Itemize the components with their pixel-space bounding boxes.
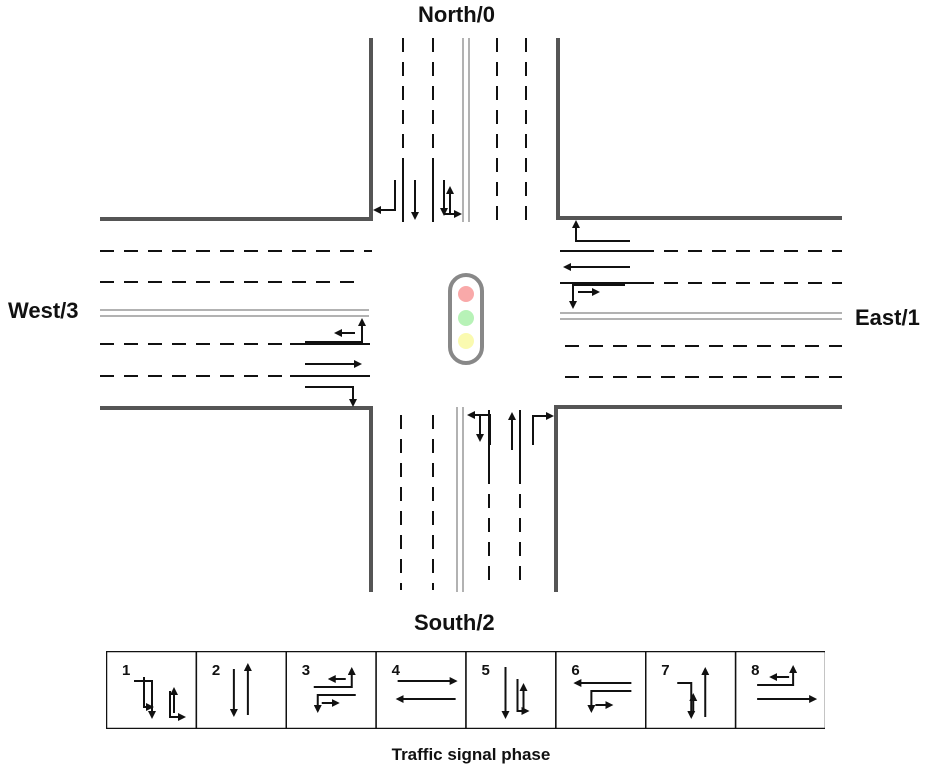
phase-table: 1 2 3 4 5 6 7 8 [106,651,825,729]
phase-number: 6 [571,662,579,679]
phase-1-arrow-2 [134,680,156,719]
north-arrow-right-turn [373,180,396,214]
phase-cell-border [195,651,287,729]
phase-6-arrow-2 [587,690,632,713]
west-label: West/3 [8,298,79,323]
lane-markings [100,38,842,590]
phase-number: 8 [751,662,759,679]
south-arrow-right-turn [532,412,554,445]
phase-cell-7: 7 [645,651,737,729]
phase-1-arrow-1 [143,677,154,711]
curb-nw [100,38,373,221]
traffic-signal-icon [448,273,484,365]
phase-5-arrow-2 [516,679,530,715]
curb-se [554,405,842,592]
phase-cell-3: 3 [285,651,377,729]
phase-cell-1: 1 [106,651,198,729]
phase-3-arrow-3 [313,694,356,713]
phase-number: 3 [302,662,310,679]
phase-3-arrow-1 [313,667,356,688]
east-label: East/1 [855,305,920,330]
phase-number: 4 [392,662,401,679]
east-arrow-right-turn [572,220,630,242]
signal-light-yellow [458,333,474,349]
phase-cell-4: 4 [375,651,467,729]
phase-cell-5: 5 [465,651,557,729]
lane-solid-lines [290,160,640,470]
south-arrow-left-turn [467,411,491,445]
medians [100,38,842,592]
west-arrow-right-turn [305,386,357,407]
south-label: South/2 [414,610,495,635]
curb-ne [556,38,842,220]
phase-7-arrow-1 [677,682,696,719]
intersection-diagram [100,38,842,592]
phase-cell-6: 6 [555,651,647,729]
phase-number: 1 [122,662,130,679]
phase-number: 7 [661,662,669,679]
signal-light-red [458,286,474,302]
curb-sw [100,406,373,592]
phase-cell-border [734,651,825,729]
phase-cell-8: 8 [734,651,825,729]
curbs [100,38,842,592]
approach-arrows [305,180,630,450]
phase-cell-2: 2 [195,651,287,729]
east-arrow-left-turn [569,284,625,309]
phase-number: 5 [482,662,490,679]
phase-8-arrow-1 [757,665,798,686]
west-arrow-uturn [305,318,366,343]
signal-light-green [458,310,474,326]
phase-cell-border [285,651,377,729]
phase-strip: 1 2 3 4 5 6 7 8 [106,651,825,729]
phase-number: 2 [212,662,220,679]
north-label: North/0 [418,2,495,27]
phase-cell-border [375,651,467,729]
phase-caption: Traffic signal phase [391,745,551,764]
phase-1-arrow-3 [169,691,186,721]
phase-cell-border [465,651,557,729]
